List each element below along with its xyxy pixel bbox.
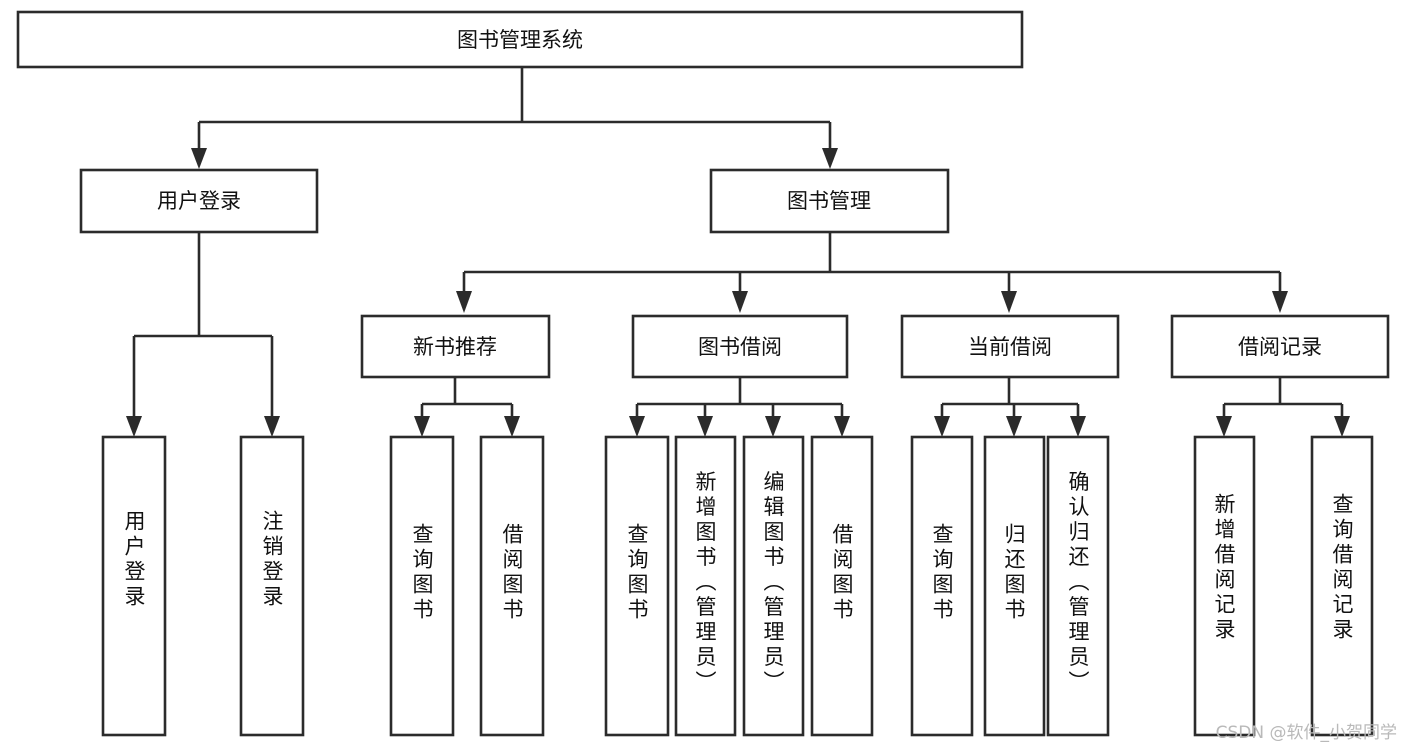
leaf-borrow-book[interactable]: 借阅图书 <box>810 435 874 737</box>
arrow-borrow-leaf2 <box>697 416 713 437</box>
leaf-user-login[interactable]: 用户登录 <box>101 435 167 737</box>
node-book-borrow[interactable]: 图书借阅 <box>631 314 849 379</box>
leaf-confirm-return-admin-label: 确认归还（管理员） <box>1066 471 1090 696</box>
arrow-record-leaf1 <box>1216 416 1232 437</box>
arrow-book-to-l3-4 <box>1272 291 1288 313</box>
leaf-return-book-box[interactable] <box>983 435 1046 737</box>
arrow-root-to-user <box>191 148 207 169</box>
arrow-user-leaf1 <box>126 416 142 437</box>
leaf-add-borrow-record-label: 新增借阅记录 <box>1212 493 1236 643</box>
node-user-login-box[interactable] <box>79 168 319 234</box>
leaf-confirm-return-admin[interactable]: 确认归还（管理员） <box>1046 435 1110 737</box>
leaf-add-book-admin-box[interactable] <box>674 435 737 737</box>
leaf-search-book-rec[interactable]: 查询图书 <box>389 435 455 737</box>
arrow-book-to-l3-3 <box>1001 291 1017 313</box>
leaf-confirm-return-admin-box[interactable] <box>1046 435 1110 737</box>
node-current-borrow-box[interactable] <box>900 314 1120 379</box>
leaf-add-borrow-record-box[interactable] <box>1193 435 1256 737</box>
arrow-book-to-l3-2 <box>732 291 748 313</box>
node-root[interactable]: 图书管理系统 <box>16 10 1024 69</box>
node-root-box[interactable] <box>16 10 1024 69</box>
leaf-logout[interactable]: 注销登录 <box>239 435 305 737</box>
leaf-search-book-rec-box[interactable] <box>389 435 455 737</box>
leaf-user-login-box[interactable] <box>101 435 167 737</box>
node-book-borrow-box[interactable] <box>631 314 849 379</box>
leaf-search-book-rec-label: 查询图书 <box>410 523 434 623</box>
leaf-borrow-book-rec[interactable]: 借阅图书 <box>479 435 545 737</box>
node-borrow-record[interactable]: 借阅记录 <box>1170 314 1390 379</box>
leaf-return-book[interactable]: 归还图书 <box>983 435 1046 737</box>
leaf-borrow-book-rec-label: 借阅图书 <box>500 523 524 623</box>
arrow-root-to-book <box>822 148 838 169</box>
node-book-management[interactable]: 图书管理 <box>709 168 950 234</box>
node-borrow-record-box[interactable] <box>1170 314 1390 379</box>
arrow-borrow-leaf1 <box>629 416 645 437</box>
leaf-search-book-borrow[interactable]: 查询图书 <box>604 435 670 737</box>
arrow-book-to-l3-1 <box>456 291 472 313</box>
leaf-search-book-current[interactable]: 查询图书 <box>910 435 974 737</box>
leaf-user-login-label: 用户登录 <box>122 510 146 610</box>
leaf-add-book-admin-label: 新增图书（管理员） <box>693 471 717 696</box>
leaf-borrow-book-label: 借阅图书 <box>830 523 854 623</box>
arrow-current-leaf1 <box>934 416 950 437</box>
leaf-edit-book-admin-box[interactable] <box>742 435 805 737</box>
leaf-edit-book-admin[interactable]: 编辑图书（管理员） <box>742 435 805 737</box>
leaf-add-borrow-record[interactable]: 新增借阅记录 <box>1193 435 1256 737</box>
leaf-add-book-admin[interactable]: 新增图书（管理员） <box>674 435 737 737</box>
leaf-search-borrow-record[interactable]: 查询借阅记录 <box>1310 435 1374 737</box>
leaf-search-borrow-record-box[interactable] <box>1310 435 1374 737</box>
leaf-return-book-label: 归还图书 <box>1002 523 1026 623</box>
node-new-book-recommend[interactable]: 新书推荐 <box>360 314 551 379</box>
node-user-login-label: 用户登录 <box>157 189 241 213</box>
leaf-search-book-borrow-label: 查询图书 <box>625 523 649 623</box>
leaf-logout-label: 注销登录 <box>260 510 284 610</box>
node-borrow-record-label: 借阅记录 <box>1238 335 1322 359</box>
arrow-user-leaf2 <box>264 416 280 437</box>
node-new-book-recommend-label: 新书推荐 <box>413 335 497 359</box>
node-new-book-recommend-box[interactable] <box>360 314 551 379</box>
node-root-label: 图书管理系统 <box>457 28 583 52</box>
leaf-logout-box[interactable] <box>239 435 305 737</box>
node-book-borrow-label: 图书借阅 <box>698 335 782 359</box>
connector-layer <box>126 67 1350 437</box>
leaf-search-book-current-box[interactable] <box>910 435 974 737</box>
leaf-edit-book-admin-label: 编辑图书（管理员） <box>761 471 785 696</box>
node-current-borrow[interactable]: 当前借阅 <box>900 314 1120 379</box>
leaf-borrow-book-rec-box[interactable] <box>479 435 545 737</box>
arrow-newbook-leaf2 <box>504 416 520 437</box>
node-book-management-label: 图书管理 <box>787 189 871 213</box>
node-current-borrow-label: 当前借阅 <box>968 335 1052 359</box>
arrow-newbook-leaf1 <box>414 416 430 437</box>
arrow-borrow-leaf4 <box>834 416 850 437</box>
leaf-search-borrow-record-label: 查询借阅记录 <box>1330 493 1354 643</box>
leaf-search-book-current-label: 查询图书 <box>930 523 954 623</box>
leaf-borrow-book-box[interactable] <box>810 435 874 737</box>
arrow-borrow-leaf3 <box>765 416 781 437</box>
node-book-management-box[interactable] <box>709 168 950 234</box>
arrow-current-leaf3 <box>1070 416 1086 437</box>
arrow-record-leaf2 <box>1334 416 1350 437</box>
node-user-login[interactable]: 用户登录 <box>79 168 319 234</box>
leaf-search-book-borrow-box[interactable] <box>604 435 670 737</box>
arrow-current-leaf2 <box>1006 416 1022 437</box>
